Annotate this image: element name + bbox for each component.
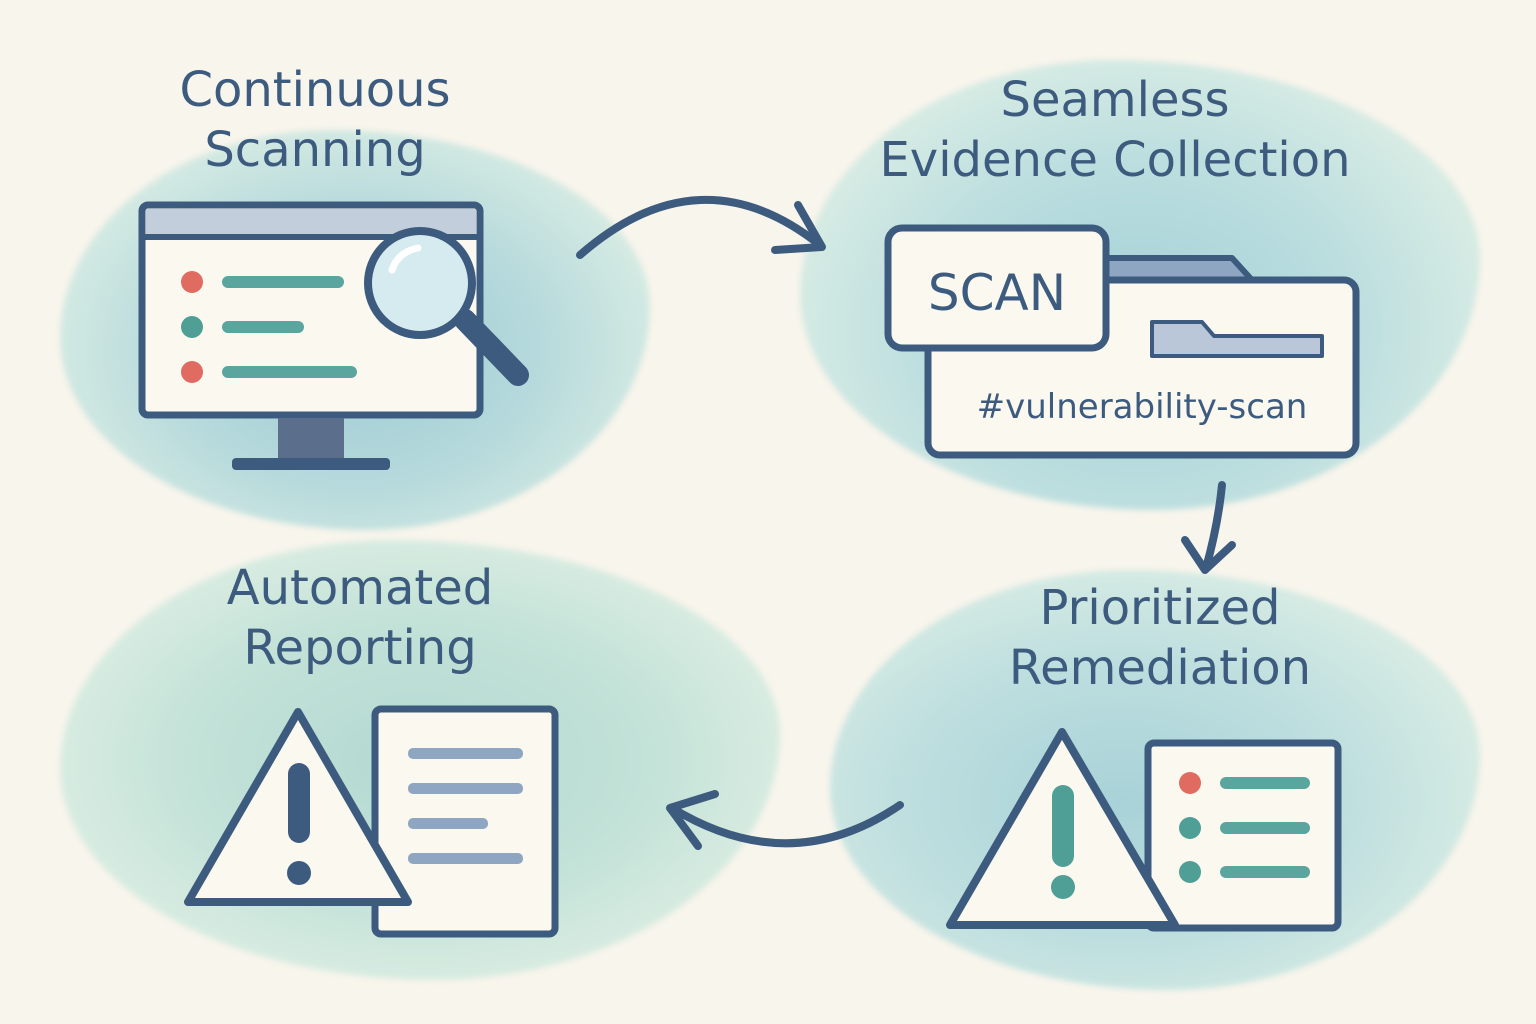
warning-icon — [184, 708, 412, 906]
document-icon — [371, 705, 559, 938]
step-title-prioritized-remediation: Prioritized Remediation — [940, 578, 1380, 698]
title-line: Reporting — [243, 620, 477, 676]
magnifier-icon — [364, 227, 529, 386]
scan-tag-label: SCAN — [928, 264, 1066, 322]
title-line: Automated — [226, 560, 494, 616]
step-title-automated-reporting: Automated Reporting — [140, 558, 580, 678]
checklist-icon — [1144, 739, 1342, 932]
title-line: Continuous — [179, 62, 451, 118]
title-line: Remediation — [1008, 640, 1312, 696]
title-line: Evidence Collection — [879, 132, 1351, 188]
warning-icon — [946, 728, 1179, 929]
title-line: Seamless — [1000, 72, 1230, 128]
scan-tag: SCAN — [884, 224, 1110, 352]
folder-label: #vulnerability-scan — [977, 387, 1308, 427]
title-line: Prioritized — [1039, 580, 1281, 636]
title-line: Scanning — [204, 122, 426, 178]
step-title-evidence-collection: Seamless Evidence Collection — [830, 70, 1400, 190]
arrow-icon — [576, 195, 826, 259]
step-title-continuous-scanning: Continuous Scanning — [120, 60, 510, 180]
arrow-icon — [666, 790, 904, 850]
arrow-icon — [1181, 481, 1236, 574]
